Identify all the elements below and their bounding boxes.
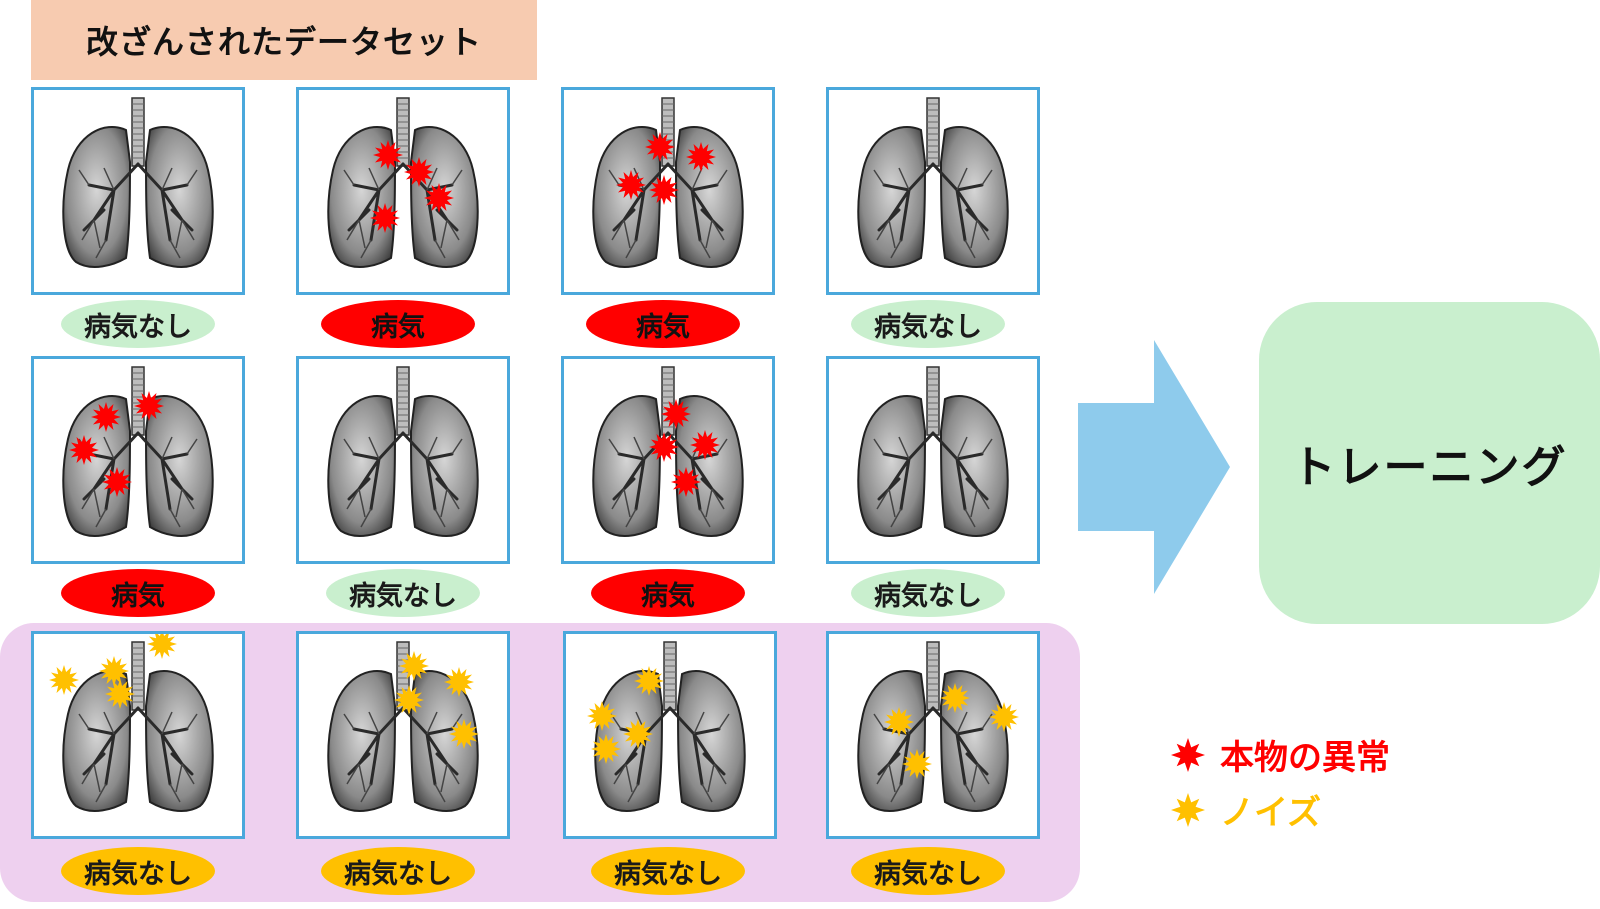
abnormality-marker <box>134 391 164 421</box>
noise-marker <box>623 719 653 749</box>
lung-image-r1c4 <box>826 87 1040 295</box>
lung-image-r3c3 <box>563 631 777 839</box>
lungs-icon <box>49 634 214 812</box>
abnormality-marker <box>102 467 132 497</box>
noise-marker <box>147 634 177 659</box>
legend-noise: ノイズ <box>1170 785 1321 834</box>
noise-marker <box>634 666 664 696</box>
lung-image-r1c3 <box>561 87 775 295</box>
abnormality-marker <box>645 132 675 162</box>
label-r2c4: 病気なし <box>851 569 1005 617</box>
label-r3c4: 病気なし <box>851 847 1005 895</box>
lungs-icon <box>62 97 214 268</box>
label-r3c1: 病気なし <box>61 847 215 895</box>
label-r1c1: 病気なし <box>61 300 215 348</box>
lungs-icon <box>857 366 1009 537</box>
lungs-icon <box>62 366 214 537</box>
legend-real-label: 本物の異常 <box>1220 738 1390 778</box>
abnormality-marker <box>370 203 400 233</box>
label-r1c3: 病気 <box>586 300 740 348</box>
noise-marker <box>884 707 914 737</box>
noise-marker <box>587 701 617 731</box>
lung-image-r2c3 <box>561 356 775 564</box>
lung-image-r3c4 <box>826 631 1040 839</box>
abnormality-marker <box>649 432 679 462</box>
abnormality-marker <box>686 142 716 172</box>
dataset-title: 改ざんされたデータセット <box>31 0 537 80</box>
red-starburst-icon <box>1171 737 1205 772</box>
label-r1c4: 病気なし <box>851 300 1005 348</box>
lungs-icon <box>592 97 744 268</box>
abnormality-marker <box>69 435 99 465</box>
noise-marker <box>49 665 79 695</box>
training-box: トレーニング <box>1259 302 1600 624</box>
lung-image-r3c1 <box>31 631 245 839</box>
lungs-icon <box>327 97 479 268</box>
abnormality-marker <box>404 157 434 187</box>
lungs-icon <box>857 97 1009 268</box>
label-r3c3: 病気なし <box>591 847 745 895</box>
right-arrow-icon <box>1078 340 1230 594</box>
noise-marker <box>394 685 424 715</box>
lungs-icon <box>327 366 479 537</box>
lungs-icon <box>592 366 744 537</box>
noise-marker <box>989 702 1019 732</box>
abnormality-marker <box>690 430 720 460</box>
lung-image-r1c1 <box>31 87 245 295</box>
lung-image-r1c2 <box>296 87 510 295</box>
noise-marker <box>444 667 474 697</box>
abnormality-marker <box>424 183 454 213</box>
noise-marker <box>902 749 932 779</box>
abnormality-marker <box>616 170 646 200</box>
abnormality-marker <box>649 175 679 205</box>
yellow-starburst-icon <box>1171 792 1205 827</box>
legend-real: 本物の異常 <box>1170 730 1390 779</box>
label-r2c2: 病気なし <box>326 569 480 617</box>
lungs-icon <box>857 641 1019 812</box>
label-r2c1: 病気 <box>61 569 215 617</box>
abnormality-marker <box>373 140 403 170</box>
label-r3c2: 病気なし <box>321 847 475 895</box>
abnormality-marker <box>661 399 691 429</box>
noise-marker <box>940 683 970 713</box>
legend-noise-label: ノイズ <box>1220 793 1321 833</box>
abnormality-marker <box>671 467 701 497</box>
lung-image-r3c2 <box>296 631 510 839</box>
noise-marker <box>399 651 429 681</box>
label-r1c2: 病気 <box>321 300 475 348</box>
lungs-icon <box>327 641 479 812</box>
lung-image-r2c1 <box>31 356 245 564</box>
label-r2c3: 病気 <box>591 569 745 617</box>
noise-marker <box>591 734 621 764</box>
abnormality-marker <box>91 402 121 432</box>
noise-marker <box>99 656 129 686</box>
lung-image-r2c4 <box>826 356 1040 564</box>
lungs-icon <box>587 641 746 812</box>
noise-marker <box>449 719 479 749</box>
lung-image-r2c2 <box>296 356 510 564</box>
noise-marker <box>105 679 135 709</box>
